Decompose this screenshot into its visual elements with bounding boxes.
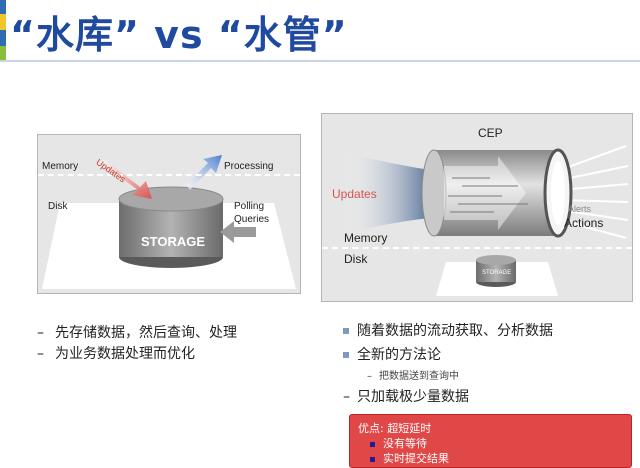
advantage-item-2: 实时提交结果 <box>370 450 449 466</box>
advantage-item-1: 没有等待 <box>370 435 427 451</box>
memory-label-right: Memory <box>344 231 388 245</box>
alerts-label: Alerts <box>568 204 592 214</box>
advantage-title: 优点: 超短延时 <box>358 422 432 435</box>
storage-label-right: STORAGE <box>482 270 512 276</box>
cep-label: CEP <box>478 126 503 140</box>
pipe-body <box>434 150 558 236</box>
left-bullet-2: –为业务数据处理而优化 <box>37 346 195 362</box>
accent-bar-yellow <box>0 14 6 30</box>
right-sub-bullet: –把数据送到查询中 <box>367 371 459 382</box>
processing-arrow <box>186 155 222 190</box>
small-cylinder-body <box>476 260 516 282</box>
storage-label: STORAGE <box>141 234 206 249</box>
bullet-square <box>370 441 375 447</box>
actions-label: Actions <box>564 216 604 230</box>
right-bullet-2: 全新的方法论 <box>343 344 441 364</box>
updates-label-right: Updates <box>332 187 377 201</box>
memory-disk-divider <box>38 174 300 176</box>
polling-label: Polling <box>234 201 265 212</box>
memory-disk-divider-right <box>322 247 632 249</box>
title-rule <box>0 60 640 62</box>
reservoir-svg <box>42 155 296 289</box>
right-bullet-3: –只加载极少量数据 <box>343 389 469 405</box>
accent-bar-blue-2 <box>0 30 6 46</box>
memory-label: Memory <box>42 161 79 172</box>
right-bullet-1: 随着数据的流动获取、分析数据 <box>343 320 553 340</box>
accent-bar-green <box>0 46 6 60</box>
pipe-diagram: CEP Updates Alerts Actions Memory Disk S… <box>321 113 633 302</box>
pipe-svg <box>342 145 629 296</box>
disk-label: Disk <box>48 201 68 212</box>
inflow-stream <box>342 152 430 234</box>
processing-label: Processing <box>224 161 274 172</box>
bullet-square <box>370 456 375 462</box>
disk-label-right: Disk <box>344 252 368 266</box>
cylinder-top <box>118 186 224 212</box>
pipe-opening <box>551 161 565 225</box>
bullet-square <box>343 352 349 358</box>
slide-title: “水库” vs “水管” <box>10 13 348 57</box>
pipe-inlet <box>421 149 447 237</box>
updates-arrow <box>100 159 152 199</box>
left-bullet-1: –先存储数据，然后查询、处理 <box>37 325 237 341</box>
queries-label: Queries <box>234 214 270 225</box>
small-cylinder-top <box>476 255 516 265</box>
reservoir-diagram: Memory Disk Updates Processing Polling Q… <box>37 134 301 294</box>
bullet-square <box>343 328 349 334</box>
accent-bar-blue <box>0 0 6 14</box>
advantage-box: 优点: 超短延时 没有等待 实时提交结果 <box>349 414 632 468</box>
query-scribbles <box>448 177 528 213</box>
polling-arrow <box>220 221 256 243</box>
